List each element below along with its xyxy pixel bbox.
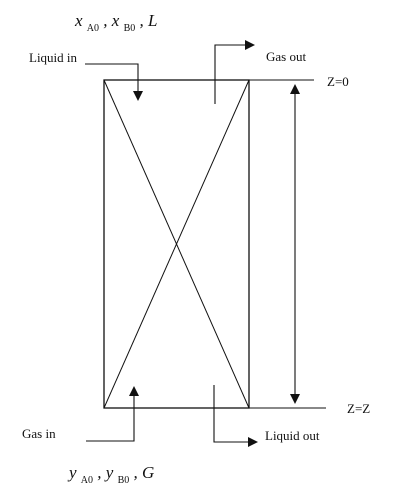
top-variable-x-second: x xyxy=(111,11,120,30)
bottom-variable-b0: B0 xyxy=(118,475,130,486)
liquid-in-arrow xyxy=(85,63,143,101)
column-body xyxy=(103,79,250,409)
gas-in-label: Gas in xyxy=(22,426,56,441)
liquid-out-arrow xyxy=(213,385,258,447)
bottom-variable-y: y xyxy=(67,463,77,482)
bottom-variable-separator-1: , xyxy=(97,463,101,482)
bottom-variable-g: G xyxy=(142,463,154,482)
top-variable-b0: B0 xyxy=(124,23,136,34)
bottom-variable-a0: A0 xyxy=(81,475,93,486)
liquid-in-label: Liquid in xyxy=(29,50,78,65)
top-variable-x: x xyxy=(74,11,83,30)
top-variable-separator-2: , xyxy=(140,11,144,30)
bottom-variable-separator-2: , xyxy=(134,463,138,482)
top-variable-label: x A0 , x B0 , L xyxy=(74,11,157,35)
liquid-out-label: Liquid out xyxy=(265,428,320,443)
bottom-variable-label: y A0 , y B0 , G xyxy=(67,463,154,487)
z-top-label: Z=0 xyxy=(327,74,349,89)
top-variable-l: L xyxy=(147,11,157,30)
bottom-variable-y-second: y xyxy=(104,463,114,482)
gas-out-label: Gas out xyxy=(266,49,306,64)
gas-out-arrow xyxy=(214,40,255,104)
top-variable-separator-1: , xyxy=(103,11,107,30)
gas-in-arrow xyxy=(86,386,139,442)
z-bottom-label: Z=Z xyxy=(347,401,370,416)
column-diagonal-right xyxy=(103,79,250,409)
top-variable-a0: A0 xyxy=(87,23,99,34)
